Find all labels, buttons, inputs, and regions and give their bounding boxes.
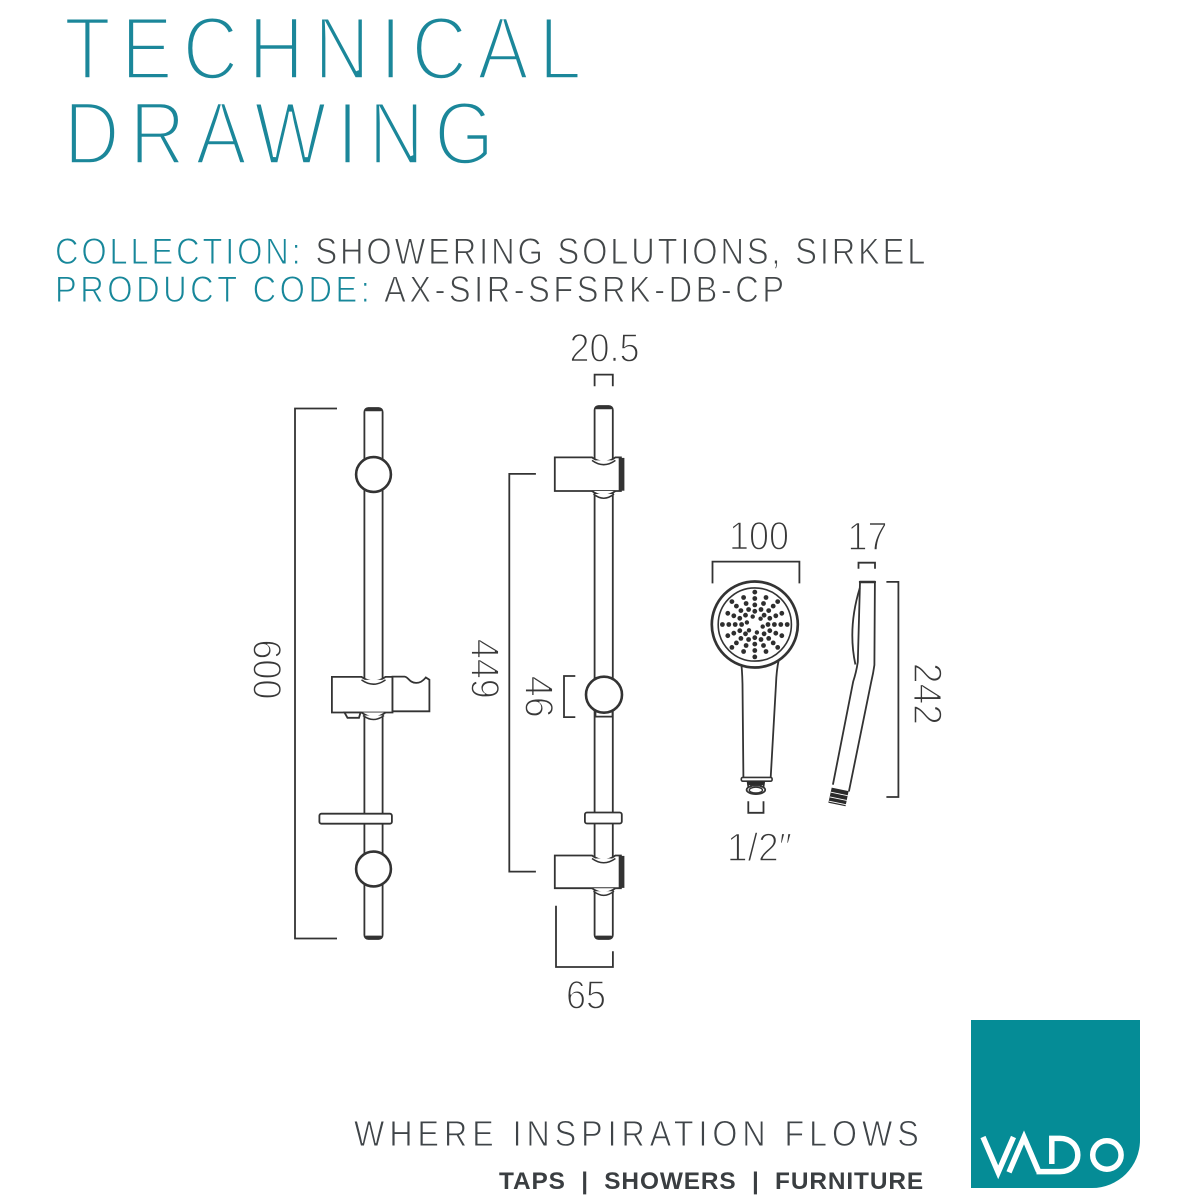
svg-text:1/2″: 1/2″ bbox=[727, 826, 792, 870]
svg-text:242: 242 bbox=[905, 663, 949, 725]
svg-text:449: 449 bbox=[463, 639, 507, 699]
svg-text:46: 46 bbox=[516, 676, 560, 718]
svg-text:100: 100 bbox=[729, 515, 789, 559]
svg-text:20.5: 20.5 bbox=[570, 327, 640, 371]
svg-text:600: 600 bbox=[244, 639, 288, 699]
svg-text:65: 65 bbox=[566, 974, 606, 1018]
svg-text:17: 17 bbox=[848, 515, 888, 559]
